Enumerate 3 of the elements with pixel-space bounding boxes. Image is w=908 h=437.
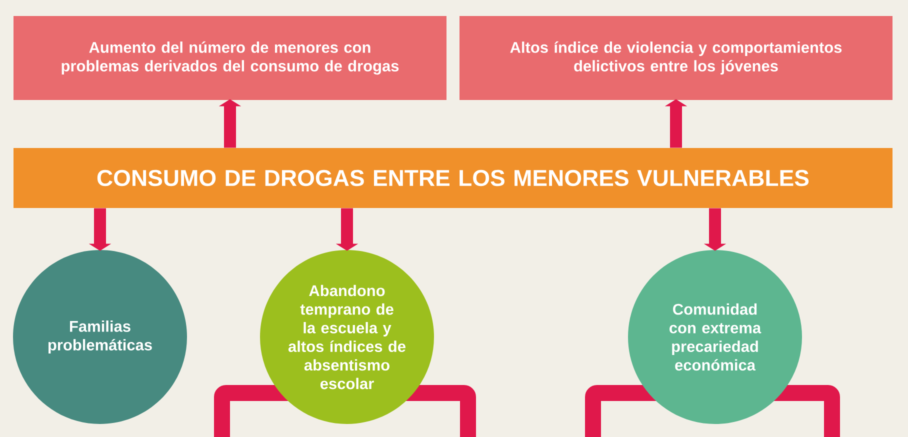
- effect-box: Aumento del número de menores con problemas derivados del consumo de drogas: [14, 16, 446, 100]
- effect-box: Altos índice de violencia y comportamientos delictivos entre los jóvenes: [460, 16, 892, 100]
- problem-banner: CONSUMO DE DROGAS ENTRE LOS MENORES VULNERABLES: [14, 148, 892, 208]
